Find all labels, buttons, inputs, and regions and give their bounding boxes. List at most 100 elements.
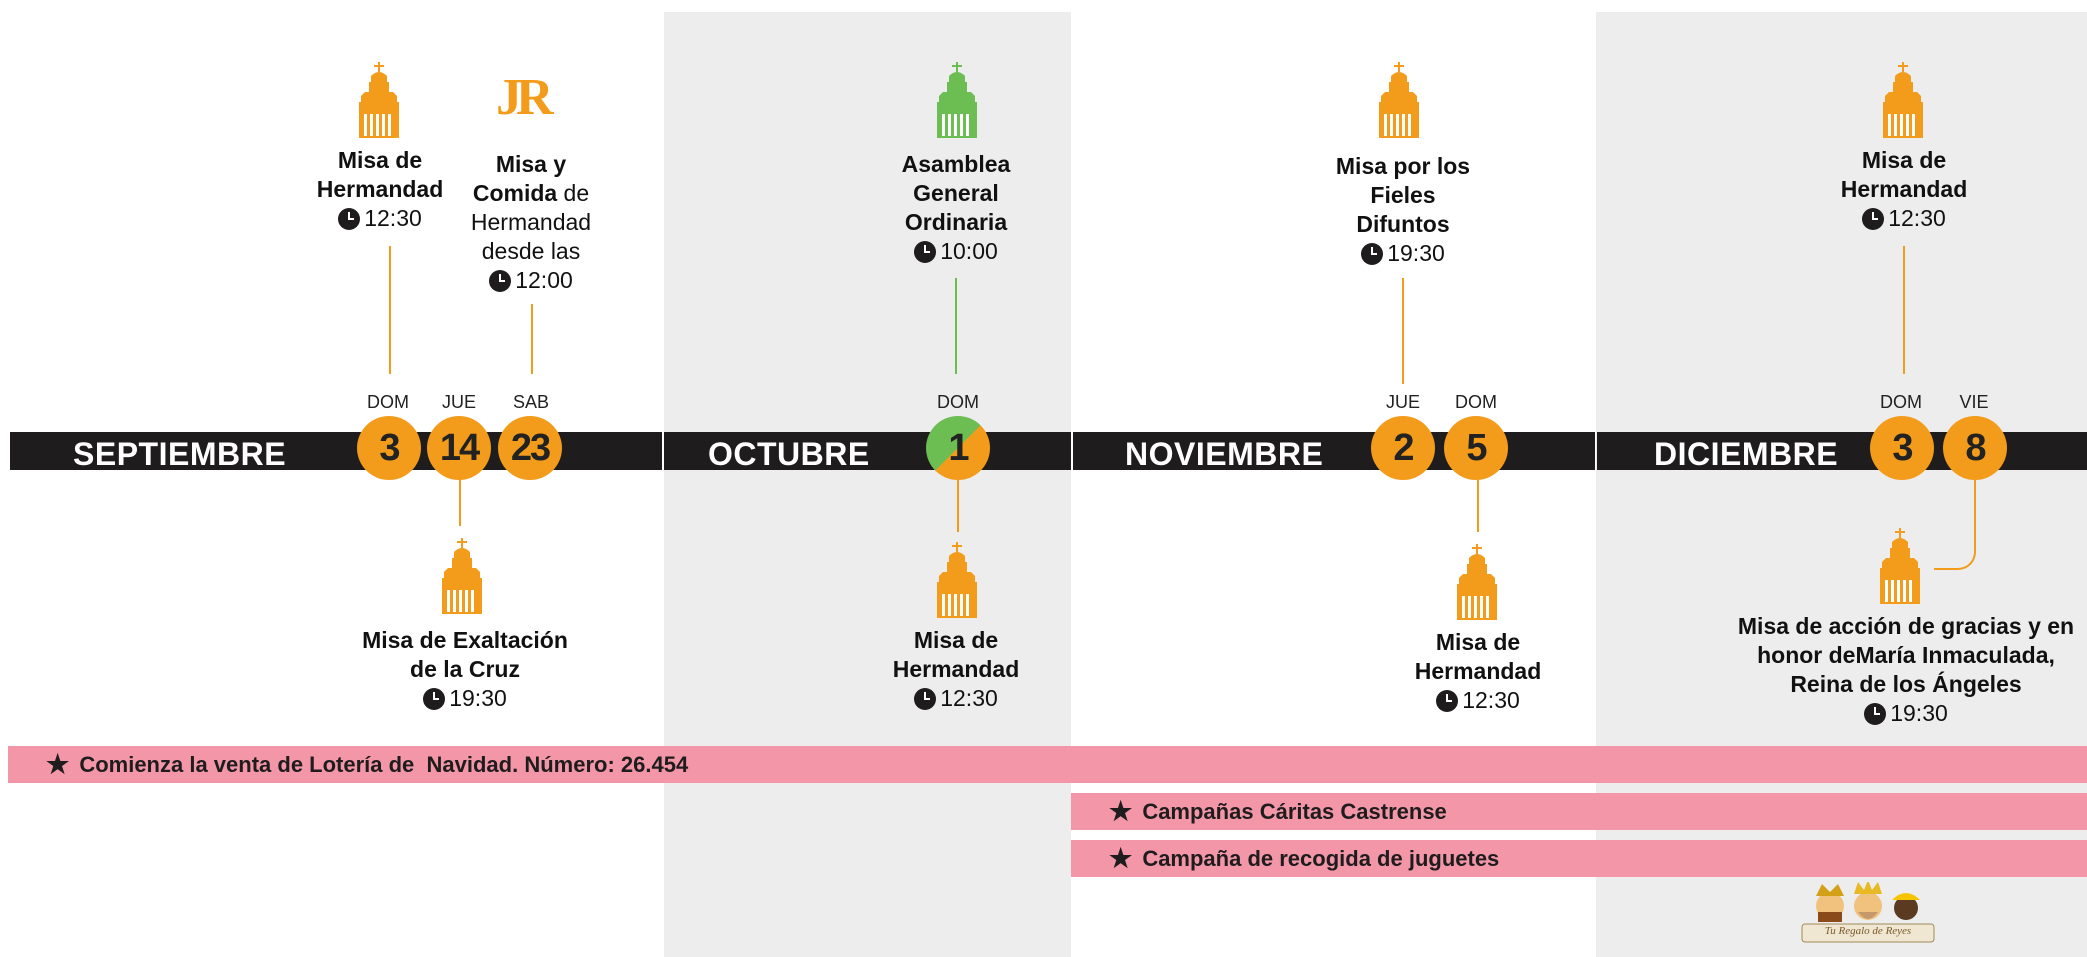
clock-icon: [489, 269, 512, 292]
church-icon: [442, 538, 482, 614]
connector-sep-3: [389, 246, 391, 374]
event-time: 12:30: [1888, 205, 1946, 231]
campaign-caritas[interactable]: ★ Campañas Cáritas Castrense: [1071, 793, 2087, 830]
event-title: Misa por los: [1335, 153, 1471, 179]
church-icon: [1880, 528, 1920, 604]
event-title: Misa de: [1861, 147, 1947, 173]
connector-sep-23: [531, 304, 533, 374]
day-circle-oct-1[interactable]: 1: [926, 416, 990, 480]
clock-icon: [1361, 242, 1384, 265]
event-title: Hermandad: [892, 656, 1020, 682]
star-icon: ★: [1109, 796, 1133, 826]
event-title: Misa de: [913, 627, 999, 653]
month-label-septiembre: SEPTIEMBRE: [73, 436, 287, 472]
connector-dic-8: [1934, 480, 1976, 570]
event-title: Asamblea: [901, 151, 1011, 177]
event-title: Reina de los Ángeles: [1790, 671, 2022, 697]
event-title: Misa y: [495, 151, 567, 177]
church-icon: [359, 62, 399, 138]
weekday-sep-23: SAB: [512, 392, 550, 412]
event-title: Misa de acción de gracias y en: [1737, 613, 2075, 639]
month-label-octubre: OCTUBRE: [708, 436, 870, 472]
clock-icon: [914, 240, 937, 263]
clock-icon: [914, 687, 937, 710]
church-icon: [1379, 62, 1419, 138]
event-dic-3: Misa de Hermandad 12:30: [1824, 146, 1984, 237]
event-sep-14: Misa de Exaltación de la Cruz 19:30: [340, 626, 590, 717]
event-text: Hermandad: [470, 209, 592, 235]
connector-oct-1-bottom: [957, 480, 959, 532]
event-title: Ordinaria: [904, 209, 1008, 235]
event-time: 19:30: [449, 685, 507, 711]
event-title: honor deMaría Inmaculada,: [1757, 642, 2055, 668]
event-time: 12:00: [515, 267, 573, 293]
month-label-diciembre: DICIEMBRE: [1654, 436, 1839, 472]
campaign-label: Campaña de recogida de juguetes: [1142, 845, 1500, 871]
weekday-dic-8: VIE: [1959, 392, 1989, 412]
hermandad-jr-logo: JR: [496, 69, 554, 126]
reyes-logo: [1801, 882, 1935, 943]
weekday-nov-2: JUE: [1385, 392, 1420, 412]
event-dic-8: Misa de acción de gracias y en honor deM…: [1716, 612, 2087, 732]
event-sep-3: Misa de Hermandad 12:30: [300, 146, 460, 237]
event-oct-1-bottom: Misa de Hermandad 12:30: [876, 626, 1036, 717]
connector-dic-3: [1903, 246, 1905, 374]
event-title: Hermandad: [1840, 176, 1968, 202]
event-title: Hermandad: [316, 176, 444, 202]
star-icon: ★: [46, 749, 70, 779]
day-circle-sep-3[interactable]: 3: [357, 416, 421, 480]
event-text: de: [557, 180, 590, 206]
campaign-label: Campañas Cáritas Castrense: [1142, 798, 1447, 824]
reyes-logo-text: Tu Regalo de Reyes: [1824, 925, 1912, 937]
october-shade: [664, 12, 1071, 957]
campaign-loteria[interactable]: ★ Comienza la venta de Lotería de Navida…: [8, 746, 2087, 783]
event-oct-1-top: Asamblea General Ordinaria 10:00: [880, 150, 1032, 270]
connector-oct-1-top: [955, 278, 957, 374]
clock-icon: [1436, 689, 1459, 712]
event-nov-5: Misa de Hermandad 12:30: [1398, 628, 1558, 719]
clock-icon: [423, 687, 446, 710]
clock-icon: [1864, 702, 1887, 725]
event-nov-2: Misa por los Fieles Difuntos 19:30: [1318, 152, 1488, 272]
church-icon: [1457, 544, 1497, 620]
weekday-nov-5: DOM: [1455, 392, 1497, 412]
clock-icon: [1862, 207, 1885, 230]
event-time: 12:30: [1462, 687, 1520, 713]
event-title: Hermandad: [1414, 658, 1542, 684]
weekday-dic-3: DOM: [1880, 392, 1922, 412]
day-circle-dic-3[interactable]: 3: [1870, 416, 1934, 480]
event-title: Misa de: [337, 147, 423, 173]
event-text: desde las: [481, 238, 581, 264]
day-circle-nov-5[interactable]: 5: [1444, 416, 1508, 480]
day-circle-sep-14[interactable]: 14: [427, 416, 491, 480]
month-bar-octubre: [664, 432, 1071, 470]
connector-nov-2: [1402, 278, 1404, 384]
clock-icon: [338, 207, 361, 230]
weekday-sep-14: JUE: [441, 392, 476, 412]
church-icon: [1883, 62, 1923, 138]
day-circle-sep-23[interactable]: 23: [498, 416, 562, 480]
campaign-juguetes[interactable]: ★ Campaña de recogida de juguetes: [1071, 840, 2087, 877]
event-title: Misa de Exaltación: [362, 627, 568, 653]
event-time: 19:30: [1387, 240, 1445, 266]
event-title: Comida: [472, 180, 558, 206]
event-time: 10:00: [940, 238, 998, 264]
connector-nov-5: [1477, 480, 1479, 532]
event-title: Misa de: [1435, 629, 1521, 655]
weekday-oct-1: DOM: [937, 392, 979, 412]
event-time: 12:30: [364, 205, 422, 231]
month-label-noviembre: NOVIEMBRE: [1125, 436, 1324, 472]
day-circle-dic-8[interactable]: 8: [1943, 416, 2007, 480]
star-icon: ★: [1109, 843, 1133, 873]
month-bar-noviembre: [1073, 432, 1595, 470]
event-title: General: [913, 180, 999, 206]
event-time: 12:30: [940, 685, 998, 711]
church-icon-green: [937, 62, 977, 138]
event-sep-23: Misa y Comida de Hermandad desde las 12:…: [460, 150, 602, 299]
church-icon: [937, 542, 977, 618]
event-title: Difuntos: [1356, 211, 1450, 237]
event-title: Fieles: [1370, 182, 1436, 208]
day-circle-nov-2[interactable]: 2: [1371, 416, 1435, 480]
event-title: de la Cruz: [410, 656, 520, 682]
connector-sep-14: [459, 478, 461, 526]
